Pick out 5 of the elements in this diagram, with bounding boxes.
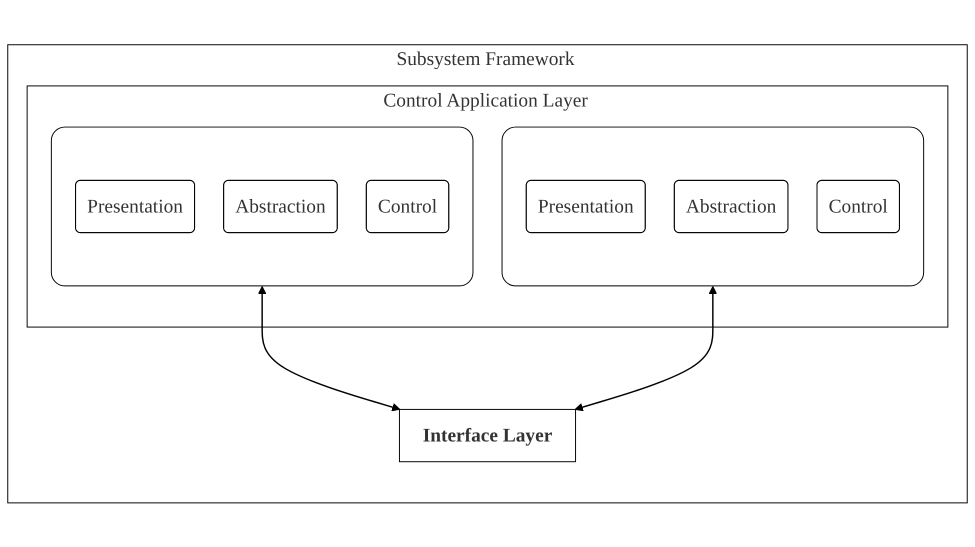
cluster — [50, 126, 474, 286]
node-box: Interface Layer — [398, 408, 576, 462]
arrow — [574, 286, 718, 411]
cluster — [502, 126, 924, 286]
arrow — [258, 286, 400, 411]
